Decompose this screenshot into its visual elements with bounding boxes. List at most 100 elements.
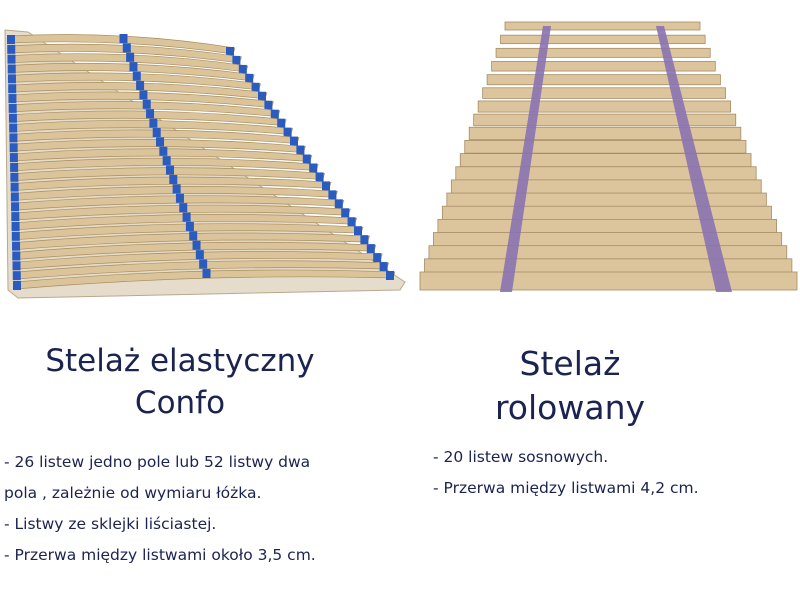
blue-clip <box>10 192 19 202</box>
blue-clip <box>290 136 298 146</box>
blue-clip <box>12 251 21 261</box>
blue-clip <box>341 208 350 218</box>
slat <box>491 61 716 72</box>
right-title-line1: Stelaż <box>519 344 621 383</box>
feature-line: - 20 listew sosnowych. <box>433 448 609 466</box>
slat <box>500 34 706 45</box>
blue-clip <box>328 190 337 200</box>
blue-clip <box>9 133 18 143</box>
blue-clip <box>315 172 324 182</box>
blue-clip <box>296 145 305 155</box>
blue-clip <box>238 64 247 74</box>
blue-clip <box>7 74 16 84</box>
blue-clip <box>386 271 394 280</box>
blue-clip <box>347 217 356 227</box>
blue-clip <box>12 271 21 281</box>
feature-line: - Przerwa między listwami około 3,5 cm. <box>4 546 316 564</box>
blue-clip <box>162 156 171 166</box>
blue-clip <box>165 165 174 175</box>
blue-clip <box>182 212 191 222</box>
slat <box>455 166 757 181</box>
blue-clip <box>270 109 279 119</box>
blue-clip <box>8 113 17 123</box>
blue-clip <box>9 153 18 163</box>
blue-clip <box>13 281 21 290</box>
feature-line: pola , zależnie od wymiaru łóżka. <box>4 484 262 502</box>
blue-clip <box>258 91 266 101</box>
slat <box>446 192 767 209</box>
slat <box>504 21 701 31</box>
blue-clip <box>373 253 382 263</box>
blue-clip <box>11 231 20 241</box>
blue-clip <box>122 43 131 53</box>
blue-clip <box>12 261 21 271</box>
right-product-features: - 20 listew sosnowych. - Przerwa między … <box>433 442 699 504</box>
blue-clip <box>199 259 208 269</box>
blue-clip <box>366 244 375 254</box>
blue-clip <box>139 90 148 100</box>
blue-clip <box>232 55 241 65</box>
blue-clip <box>8 84 17 94</box>
blue-clip <box>129 62 138 72</box>
blue-clip <box>226 47 234 56</box>
blue-clip <box>169 175 178 184</box>
slat <box>482 87 726 99</box>
blue-clip <box>7 64 16 74</box>
slat <box>468 126 742 140</box>
blue-clip <box>245 73 254 83</box>
strap <box>656 26 732 292</box>
slat <box>486 74 721 86</box>
blue-clip <box>360 235 369 245</box>
blue-clip <box>132 71 141 81</box>
left-product-features: - 26 listew jedno pole lub 52 listwy dwa… <box>4 447 316 571</box>
blue-clip <box>202 269 211 278</box>
right-product-title: Stelaż rolowany <box>440 342 700 430</box>
blue-clip <box>334 199 343 209</box>
left-title-line2: Confo <box>134 385 226 421</box>
blue-clip <box>10 172 19 182</box>
blue-clip <box>379 262 388 272</box>
feature-line: - Listwy ze sklejki liściastej. <box>4 515 217 533</box>
blue-clip <box>172 184 181 194</box>
right-title-line2: rolowany <box>494 388 646 427</box>
blue-clip <box>195 250 204 260</box>
blue-clip <box>149 118 158 128</box>
blue-clip <box>7 44 16 54</box>
blue-clip <box>283 127 292 137</box>
slat <box>477 100 732 113</box>
slat <box>459 153 752 168</box>
blue-clip <box>11 221 20 231</box>
rolled-slatted-frame-image <box>419 21 798 292</box>
blue-clip <box>322 181 330 191</box>
blue-clip <box>126 52 135 62</box>
blue-clip <box>146 109 155 119</box>
blue-clip <box>119 34 128 43</box>
left-title-line1: Stelaż elastyczny <box>45 343 315 379</box>
blue-clip <box>142 99 151 109</box>
elastic-slatted-frame-image <box>4 29 406 299</box>
blue-clip <box>277 118 286 128</box>
blue-clip <box>175 193 184 203</box>
strap <box>500 26 551 292</box>
slat <box>495 47 711 58</box>
blue-clip <box>9 123 18 133</box>
blue-clip <box>12 241 21 251</box>
blue-clip <box>9 143 18 153</box>
blue-clip <box>179 203 188 213</box>
blue-clip <box>7 35 15 44</box>
slat <box>450 179 762 195</box>
blue-clip <box>354 226 362 236</box>
blue-clip <box>156 137 165 147</box>
left-product-title: Stelaż elastyczny Confo <box>20 340 340 424</box>
blue-clip <box>189 231 198 241</box>
blue-clip <box>11 212 20 222</box>
blue-clip <box>302 154 311 164</box>
blue-clip <box>185 222 194 231</box>
blue-clip <box>11 202 20 212</box>
blue-clip <box>136 81 145 90</box>
product-images <box>4 21 798 299</box>
slat <box>473 113 737 127</box>
blue-clip <box>159 146 168 156</box>
blue-clip <box>309 163 318 173</box>
blue-clip <box>152 128 161 137</box>
